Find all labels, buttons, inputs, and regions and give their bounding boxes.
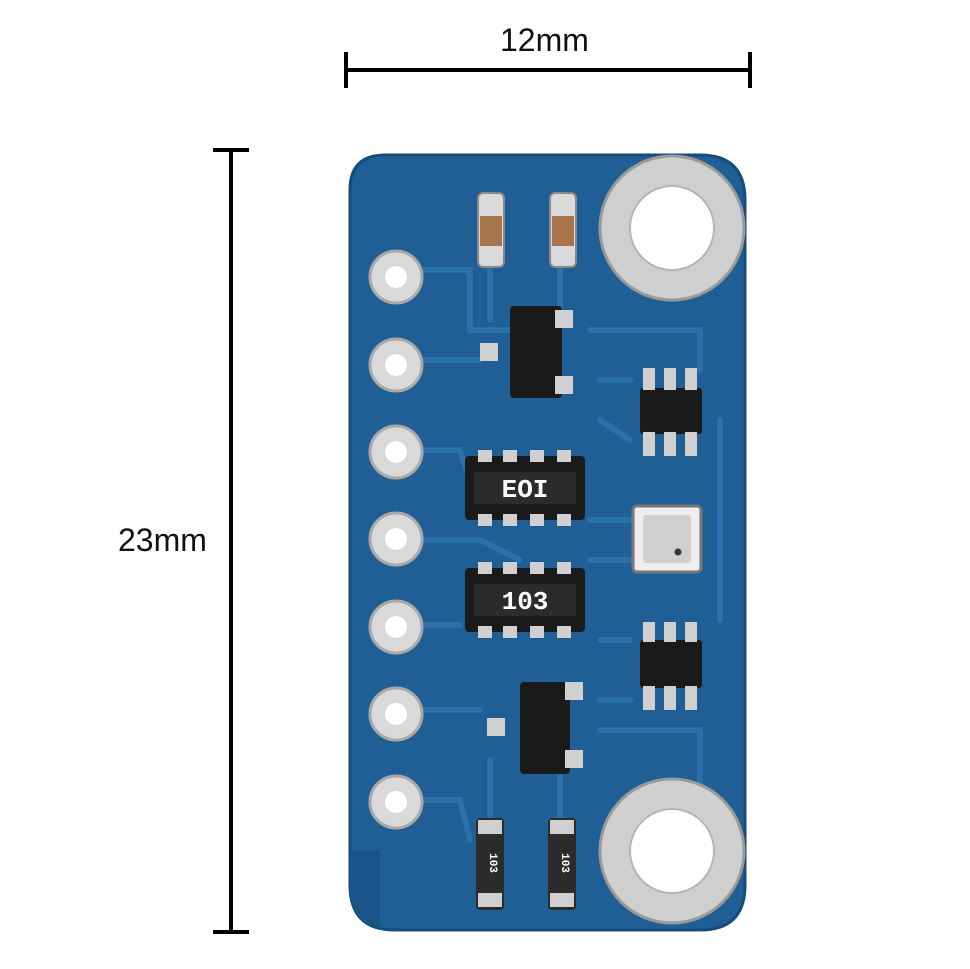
mounting-hole-bottom xyxy=(598,777,746,925)
header-pin xyxy=(368,337,424,393)
pressure-sensor xyxy=(631,504,703,574)
resistor-array-upper: EOI xyxy=(465,450,585,526)
resistor-left-label: 103 xyxy=(486,853,498,873)
header-pin xyxy=(368,249,424,305)
header-pin xyxy=(368,424,424,480)
header-pin xyxy=(368,774,424,830)
ic-lower-right xyxy=(640,622,702,710)
height-dimension-label: 23mm xyxy=(118,522,207,558)
capacitor-left xyxy=(477,192,505,268)
resistor-right-label: 103 xyxy=(558,853,570,873)
header-pin xyxy=(368,599,424,655)
resistor-array-lower: 103 xyxy=(465,562,585,638)
capacitor-right xyxy=(549,192,577,268)
pcb-board xyxy=(348,153,747,932)
lower-array-label: 103 xyxy=(502,587,549,617)
height-dimension-line xyxy=(213,148,249,934)
upper-array-label: EOI xyxy=(502,475,549,505)
resistor-bottom-right: 103 xyxy=(548,818,576,910)
resistor-bottom-left: 103 xyxy=(476,818,504,910)
transistor-lower xyxy=(487,682,583,774)
mounting-hole-top xyxy=(598,154,746,302)
header-pins xyxy=(368,249,424,830)
transistor-upper xyxy=(480,306,573,398)
width-dimension-line xyxy=(344,52,752,88)
header-pin xyxy=(368,686,424,742)
board-notch xyxy=(350,850,395,930)
ic-upper-right xyxy=(640,368,702,456)
header-pin xyxy=(368,511,424,567)
width-dimension-label: 12mm xyxy=(500,22,589,58)
